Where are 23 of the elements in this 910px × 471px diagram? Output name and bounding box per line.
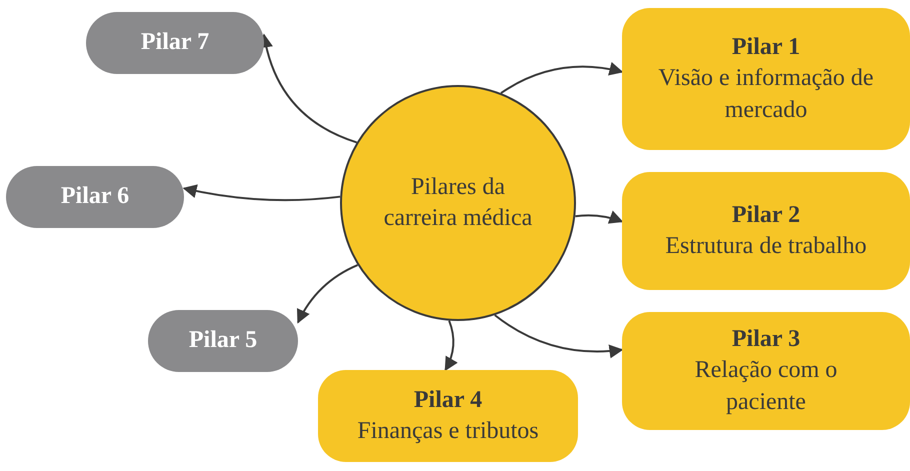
pillar-box: [148, 310, 298, 372]
node-text: Relação com o paciente: [694, 356, 838, 417]
arrow: [297, 264, 358, 324]
pillar-box: [622, 172, 910, 290]
node-text: Visão e informação de mercado: [657, 64, 875, 125]
pillar-box: [318, 370, 578, 462]
node-text: Estrutura de trabalho: [665, 232, 867, 261]
pillar-title: Pilar 6: [60, 182, 130, 212]
arrow: [182, 184, 340, 202]
arrow: [494, 314, 624, 358]
pillar-box: [622, 8, 910, 150]
arrow: [444, 320, 458, 372]
pillar-title: Pilar 2: [732, 200, 800, 230]
pillar-title: Pilar 1: [732, 33, 800, 62]
pillar-box: [622, 312, 910, 430]
pillar-title: Pilar 3: [732, 325, 800, 354]
arrow: [500, 62, 624, 94]
node-text: Pilares da carreira médica: [382, 172, 534, 233]
node-text: Finanças e tributos: [357, 417, 539, 446]
pillar-title: Pilar 5: [188, 326, 258, 356]
arrow: [575, 210, 624, 224]
pillar-title: Pilar 7: [140, 28, 210, 58]
pillar-title: Pilar 4: [414, 386, 482, 415]
